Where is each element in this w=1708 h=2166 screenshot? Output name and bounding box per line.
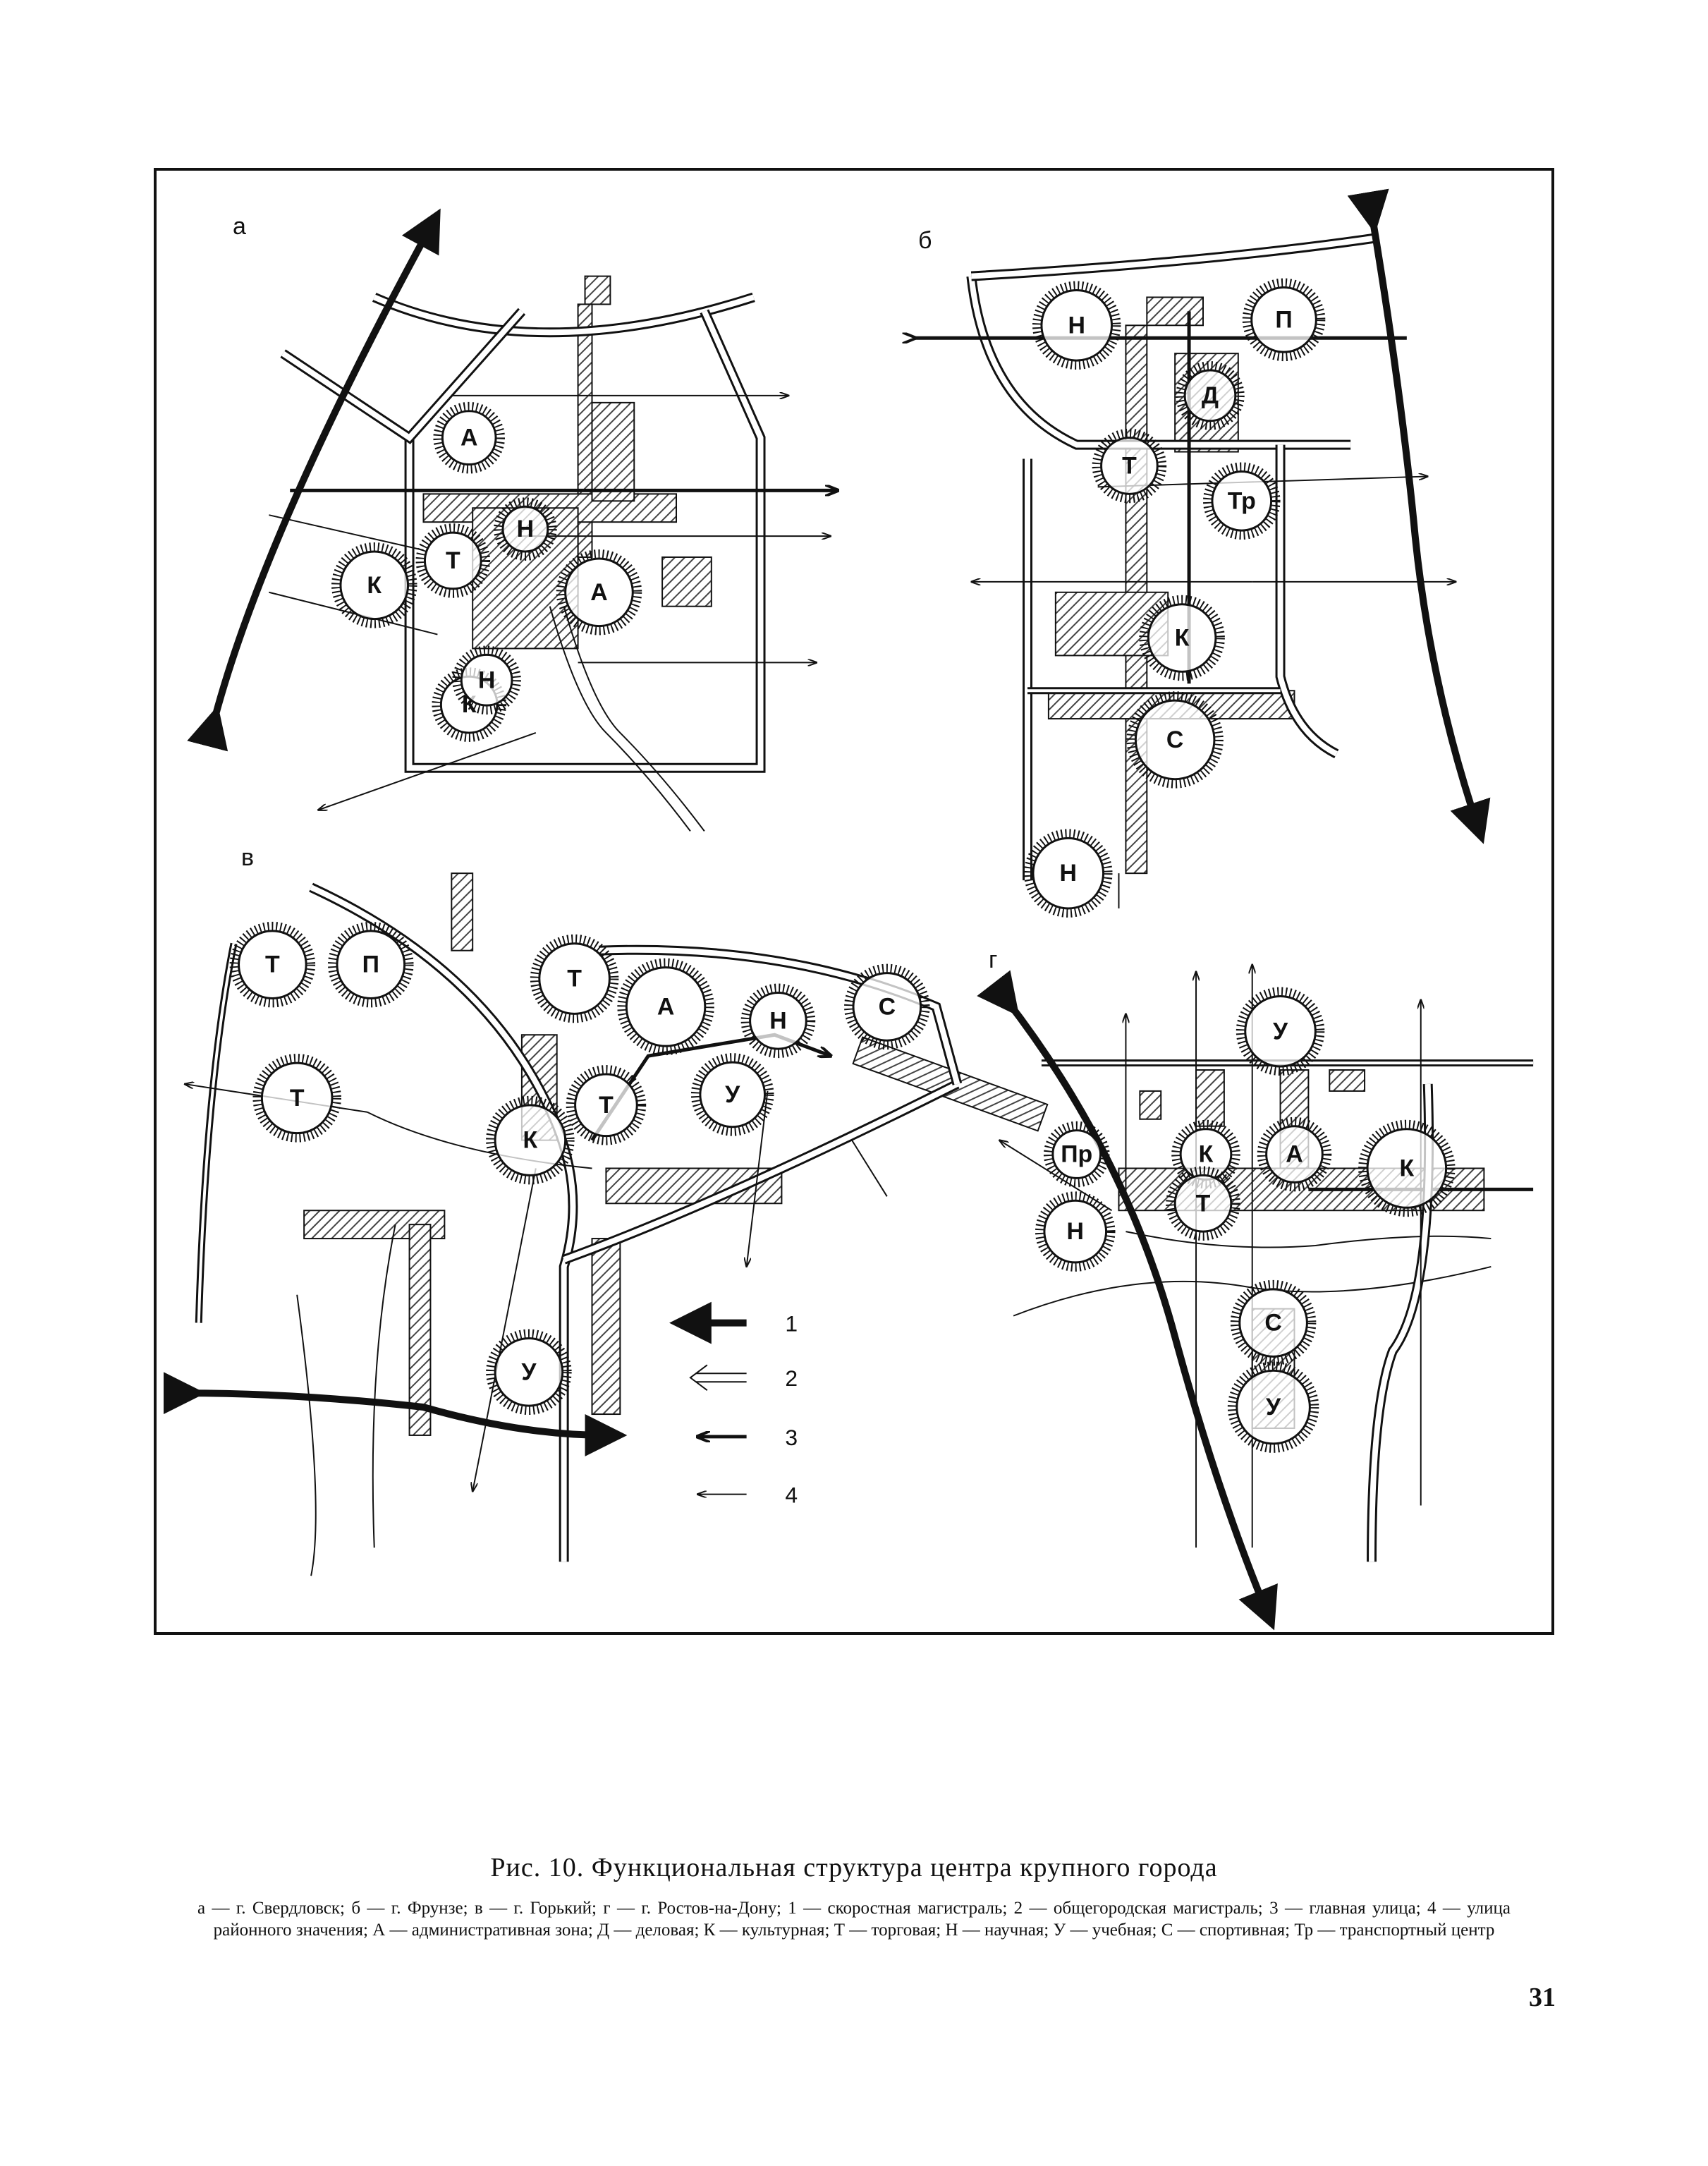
legend-number-2: 2 xyxy=(785,1365,798,1391)
zone-label: Т xyxy=(446,547,460,574)
zone-label: Д xyxy=(1202,382,1219,409)
zone-v-1: Т xyxy=(229,921,316,1008)
zone-label: К xyxy=(367,572,382,599)
panel-label-v: в xyxy=(241,844,255,871)
zone-a-3: Н xyxy=(494,497,557,561)
zone-g-8: С xyxy=(1230,1279,1317,1366)
zone-label: А xyxy=(460,425,477,451)
panel-b-map xyxy=(915,188,1491,908)
zone-label: Н xyxy=(1067,1218,1084,1245)
legend-number-1: 1 xyxy=(785,1311,798,1337)
zone-g-6: К xyxy=(1358,1119,1456,1217)
zone-g-3: Н xyxy=(1035,1191,1116,1272)
zone-label: Тр xyxy=(1228,487,1256,514)
zone-label: Н xyxy=(478,667,495,693)
zone-b-5: Тр xyxy=(1202,462,1281,540)
zone-b-7: С xyxy=(1126,691,1224,789)
zone-label: Т xyxy=(265,951,280,978)
zone-label: С xyxy=(879,993,896,1020)
zone-b-8: Н xyxy=(1024,829,1113,918)
zone-label: П xyxy=(362,951,379,978)
zone-label: Н xyxy=(517,516,534,542)
zone-g-5: А xyxy=(1257,1117,1332,1192)
zone-label: Н xyxy=(769,1007,786,1034)
zone-label: К xyxy=(523,1127,538,1154)
figure-caption-body: а — г. Свердловск; б — г. Фрунзе; в — г.… xyxy=(197,1899,1511,1940)
zone-b-6: К xyxy=(1139,595,1225,681)
zone-label: А xyxy=(657,993,674,1020)
zone-label: Пр xyxy=(1061,1141,1092,1168)
zone-label: А xyxy=(1286,1141,1303,1168)
figure-caption-title: Рис. 10. Функциональная структура центра… xyxy=(490,1853,1218,1882)
zone-a-7: Н xyxy=(452,645,521,715)
zone-a-4: Т xyxy=(415,523,491,598)
zone-b-1: Н xyxy=(1032,281,1121,370)
zone-b-4: Т xyxy=(1092,428,1167,504)
zone-label: К xyxy=(1175,625,1190,652)
zone-v-6: Н xyxy=(740,983,816,1059)
zone-label: Т xyxy=(290,1085,305,1112)
legend-number-4: 4 xyxy=(785,1483,798,1508)
zone-v-8: К xyxy=(486,1095,575,1185)
panel-label-b: б xyxy=(918,227,932,254)
zone-b-2: П xyxy=(1242,278,1326,362)
zone-g-7: Т xyxy=(1166,1166,1240,1241)
zone-label: Т xyxy=(567,966,582,992)
zone-label: У xyxy=(521,1358,537,1385)
zone-v-7: С xyxy=(844,963,930,1050)
zone-label: Н xyxy=(1068,312,1085,339)
zone-v-11: У xyxy=(486,1329,572,1416)
zone-label: А xyxy=(590,579,607,606)
zone-a-1: К xyxy=(331,542,417,628)
zone-a-2: А xyxy=(433,401,506,474)
zone-label: С xyxy=(1166,726,1183,753)
panel-label-g: г xyxy=(989,947,998,973)
zone-label: С xyxy=(1264,1310,1281,1337)
zone-g-9: У xyxy=(1227,1361,1319,1453)
zone-v-2: П xyxy=(328,921,414,1008)
page-number: 31 xyxy=(1529,1983,1556,2012)
panel-a-map xyxy=(187,208,838,832)
zone-b-3: Д xyxy=(1176,361,1245,430)
panel-label-a: а xyxy=(233,213,246,240)
legend: 1 2 3 4 xyxy=(669,1301,798,1508)
zone-v-10: У xyxy=(690,1053,774,1136)
zone-g-2: Пр xyxy=(1043,1121,1110,1188)
zone-label: Н xyxy=(1060,860,1077,887)
zone-label: У xyxy=(1273,1018,1288,1045)
zone-label: К xyxy=(1199,1141,1214,1168)
zone-v-4: Т xyxy=(530,934,619,1023)
zone-label: Т xyxy=(599,1092,614,1119)
legend-number-3: 3 xyxy=(785,1425,798,1450)
zone-a-6: А xyxy=(556,549,642,635)
zone-v-3: Т xyxy=(252,1054,341,1143)
zone-label: Т xyxy=(1196,1190,1211,1217)
zone-v-5: А xyxy=(617,958,714,1056)
double-line-arrow-icon xyxy=(689,1364,747,1391)
zone-g-1: У xyxy=(1236,987,1325,1076)
zone-label: Т xyxy=(1122,452,1137,479)
zone-label: У xyxy=(725,1081,740,1108)
zone-label: К xyxy=(1399,1155,1414,1181)
zone-label: У xyxy=(1266,1394,1281,1420)
zone-label: П xyxy=(1275,306,1292,333)
zone-v-9: Т xyxy=(566,1065,647,1145)
